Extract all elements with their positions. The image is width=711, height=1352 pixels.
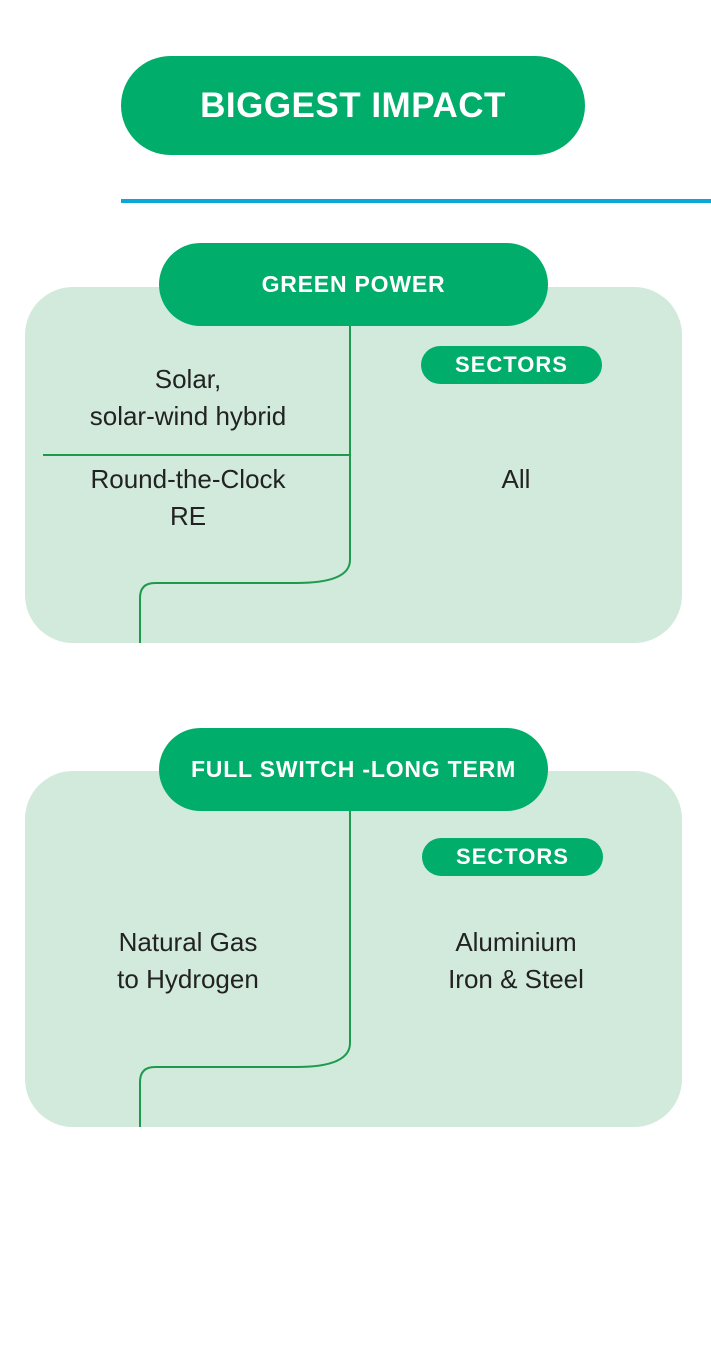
card-2-title: FULL SWITCH -LONG TERM <box>190 756 517 782</box>
card-2-sectors-badge: SECTORS <box>422 838 603 876</box>
card-2-option-1: Natural Gas to Hydrogen <box>117 927 259 994</box>
card-2-sectors-label: SECTORS <box>456 844 569 869</box>
card-2-flow-line-path <box>139 811 351 1127</box>
card-1-sectors-label: SECTORS <box>455 352 568 377</box>
card-2-title-pill: FULL SWITCH -LONG TERM <box>159 728 548 811</box>
card-1-sectors-badge: SECTORS <box>421 346 602 384</box>
divider-line <box>121 199 711 203</box>
card-1-title: GREEN POWER <box>261 271 446 297</box>
card-1-flow-line <box>139 326 351 643</box>
card-1-title-pill: GREEN POWER <box>159 243 548 326</box>
header-pill: BIGGEST IMPACT <box>121 56 585 155</box>
card-full-switch <box>25 771 682 1127</box>
header-title: BIGGEST IMPACT <box>200 85 506 125</box>
card-1-option-2: Round-the-Clock RE <box>90 464 286 531</box>
card-1-option-1: Solar, solar-wind hybrid <box>89 364 287 431</box>
card-2-sectors-value: Aluminium Iron & Steel <box>448 927 584 994</box>
card-1-sectors-value: All <box>501 464 531 494</box>
